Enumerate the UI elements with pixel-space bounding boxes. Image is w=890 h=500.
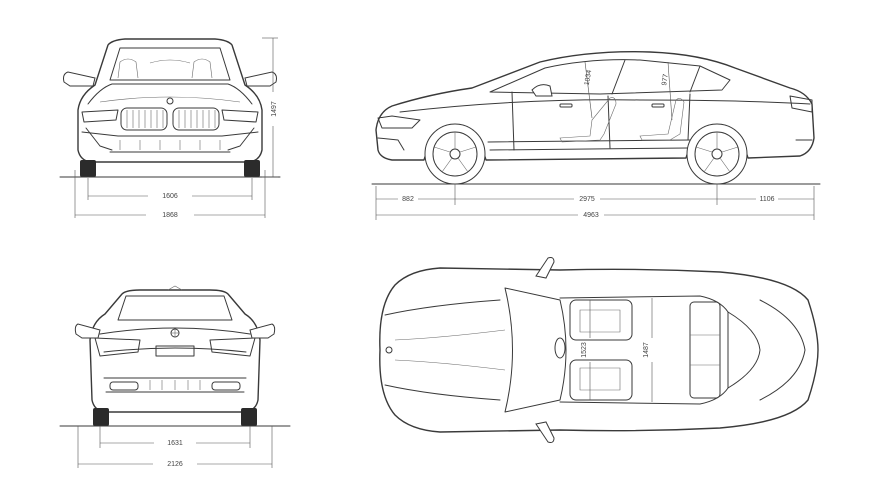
rear-headroom-label: 977 (661, 73, 670, 86)
front-track-label: 1606 (162, 193, 178, 200)
rear-overhang-label: 1106 (759, 196, 774, 203)
rear-dimension-lines (77, 426, 273, 468)
side-view (371, 51, 821, 185)
rear-view (59, 285, 291, 427)
width-mirrors-label: 2126 (167, 461, 183, 468)
length-label: 4963 (583, 212, 599, 219)
top-view (379, 257, 819, 443)
front-shoulder-label: 1523 (581, 342, 588, 358)
front-view (59, 38, 281, 178)
front-overhang-label: 882 (402, 196, 414, 203)
front-width-label: 1868 (162, 212, 178, 219)
front-dimension-lines (74, 37, 278, 218)
rear-track-label: 1631 (167, 440, 183, 447)
height-label: 1497 (271, 101, 278, 117)
side-dimension-lines (375, 184, 815, 220)
wheelbase-label: 2975 (579, 196, 595, 203)
rear-shoulder-label: 1487 (643, 342, 650, 358)
front-headroom-label: 1034 (584, 69, 594, 86)
